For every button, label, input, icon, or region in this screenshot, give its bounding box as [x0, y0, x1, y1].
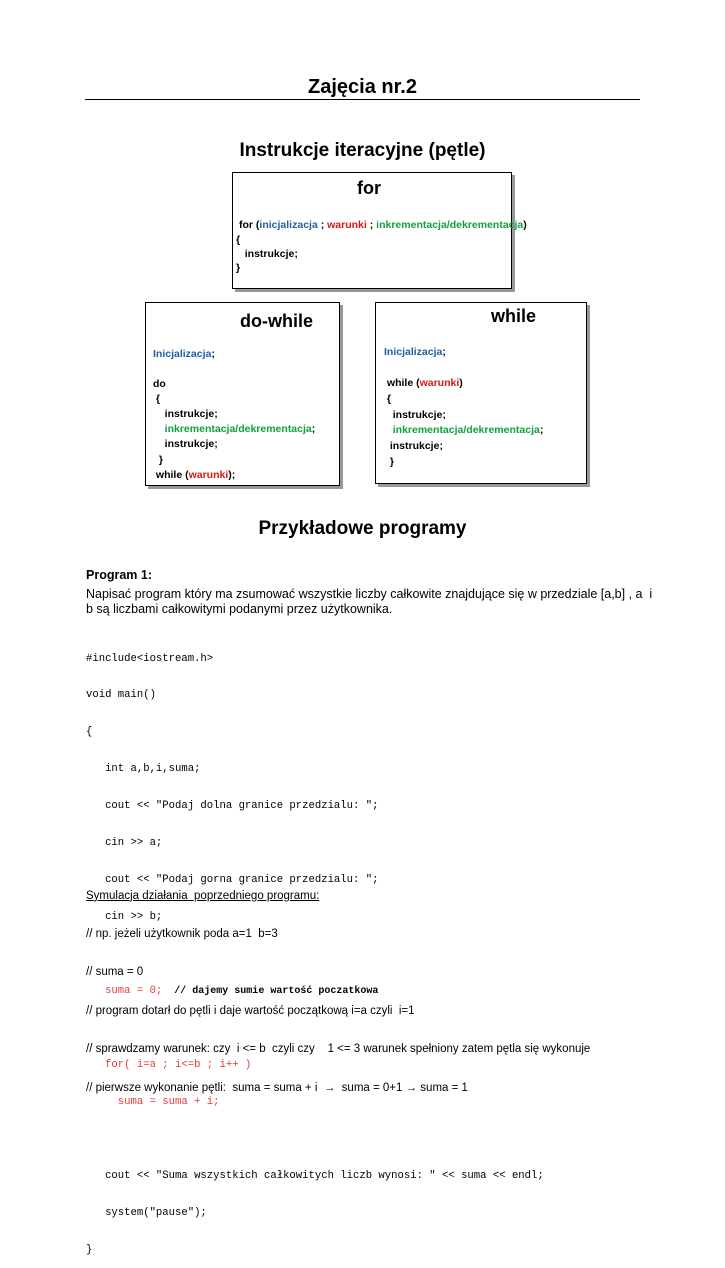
- while-init-line: Inicjalizacja;: [384, 346, 446, 358]
- title-underline: [85, 99, 640, 100]
- while-init: Inicjalizacja: [384, 346, 443, 358]
- code-line: void main(): [86, 689, 156, 702]
- do-while-increment: inkrementacja/dekrementacja: [153, 423, 312, 435]
- arrow-right-icon: →: [323, 1081, 336, 1094]
- for-sep2: ;: [366, 219, 377, 231]
- simulation-line: // program dotarł do pętli i daje wartoś…: [86, 1004, 415, 1017]
- code-line: }: [86, 1243, 93, 1256]
- do-while-instructions-2: instrukcje;: [153, 438, 218, 450]
- simulation-line: // suma = 0: [86, 966, 144, 979]
- sim-text-b: suma = 0+1: [335, 1081, 406, 1094]
- for-increment: inkrementacja/dekrementacja: [376, 219, 524, 231]
- for-close-brace: }: [236, 262, 241, 274]
- do-while-close-brace: }: [153, 454, 163, 466]
- for-condition: warunki: [327, 219, 367, 231]
- for-syntax-line: for (inicjalizacja ; warunki ; inkrement…: [239, 219, 527, 231]
- do-while-condition-line: while (warunki);: [153, 469, 235, 481]
- code-line: cout << "Suma wszystkich całkowitych lic…: [86, 1170, 544, 1183]
- program-label: Program 1:: [86, 568, 152, 582]
- code-line: cout << "Podaj gorna granice przedzialu:…: [86, 873, 379, 886]
- for-instructions: instrukcje;: [236, 248, 298, 260]
- for-keyword: for (: [239, 219, 260, 231]
- while-increment-semi: ;: [539, 424, 544, 436]
- while-init-semi: ;: [442, 346, 446, 358]
- while-instructions-2: instrukcje;: [384, 440, 443, 452]
- for-init: inicjalizacja: [259, 219, 318, 231]
- code-line: cin >> a;: [86, 837, 163, 850]
- while-box-header: while: [491, 306, 537, 326]
- do-keyword: do: [153, 378, 166, 390]
- code-line: {: [86, 726, 93, 739]
- section-title-loops: Instrukcje iteracyjne (pętle): [239, 140, 486, 161]
- simulation-line: // np. jeżeli użytkownik poda a=1 b=3: [86, 927, 278, 940]
- do-while-instructions-1: instrukcje;: [153, 408, 218, 420]
- while-box: while Inicjalizacja; while (warunki) { i…: [375, 302, 587, 484]
- while-keyword: while (: [384, 377, 420, 389]
- code-line: int a,b,i,suma;: [86, 763, 201, 776]
- code-comment: // dajemy sumie wartość poczatkowa: [162, 985, 379, 997]
- do-while-open-brace: {: [153, 393, 161, 405]
- program-description-line1: Napisać program który ma zsumować wszyst…: [86, 587, 653, 601]
- while-instructions-1: instrukcje;: [384, 409, 446, 421]
- page-title: Zajęcia nr.2: [308, 76, 417, 98]
- simulation-line: // sprawdzamy warunek: czy i <= b czyli …: [86, 1043, 591, 1056]
- while-open-brace: {: [384, 393, 392, 405]
- do-while-box: do-while Inicjalizacja; do { instrukcje;…: [145, 302, 340, 486]
- for-sep1: ;: [317, 219, 328, 231]
- do-while-increment-semi: ;: [311, 423, 316, 435]
- while-condition: warunki: [419, 377, 460, 389]
- for-box-header: for: [357, 178, 381, 198]
- code-line-suma-init: suma = 0; // dajemy sumie wartość poczat…: [86, 985, 544, 998]
- do-while-init-line: Inicjalizacja;: [153, 348, 215, 360]
- program-description-line2: b są liczbami całkowitymi podanymi przez…: [86, 602, 393, 616]
- while-close-brace: }: [384, 456, 394, 468]
- arrow-right-icon: →: [405, 1081, 418, 1094]
- simulation-block: Symulacja działania poprzedniego program…: [86, 864, 590, 1107]
- do-while-init: Inicjalizacja: [153, 348, 212, 360]
- while-increment: inkrementacja/dekrementacja: [384, 424, 540, 436]
- sim-text-c: suma = 1: [417, 1081, 468, 1094]
- for-box: for for (inicjalizacja ; warunki ; inkre…: [232, 172, 527, 289]
- code-line: cout << "Podaj dolna granice przedzialu:…: [86, 800, 379, 813]
- simulation-line-first-iteration: // pierwsze wykonanie pętli: suma = suma…: [86, 1082, 590, 1095]
- do-while-box-header: do-while: [240, 311, 313, 331]
- do-while-condition: warunki: [188, 469, 229, 481]
- do-while-while-keyword: while (: [153, 469, 189, 481]
- code-line: system("pause");: [86, 1206, 207, 1219]
- code-line: #include<iostream.h>: [86, 652, 214, 665]
- do-while-increment-line: inkrementacja/dekrementacja;: [153, 423, 316, 435]
- for-close-paren: ): [523, 219, 527, 231]
- section-title-examples: Przykładowe programy: [258, 518, 467, 539]
- sim-text-a: // pierwsze wykonanie pętli: suma = suma…: [86, 1081, 324, 1094]
- while-close-paren: ): [459, 377, 463, 389]
- code-suma-assign: suma = 0;: [86, 984, 163, 997]
- do-while-init-semi: ;: [211, 348, 215, 360]
- code-line: cin >> b;: [86, 910, 163, 923]
- simulation-heading: Symulacja działania poprzedniego program…: [86, 889, 320, 902]
- while-increment-line: inkrementacja/dekrementacja;: [384, 424, 544, 436]
- while-condition-line: while (warunki): [384, 377, 463, 389]
- do-while-close-paren: );: [228, 469, 236, 481]
- for-open-brace: {: [236, 234, 241, 246]
